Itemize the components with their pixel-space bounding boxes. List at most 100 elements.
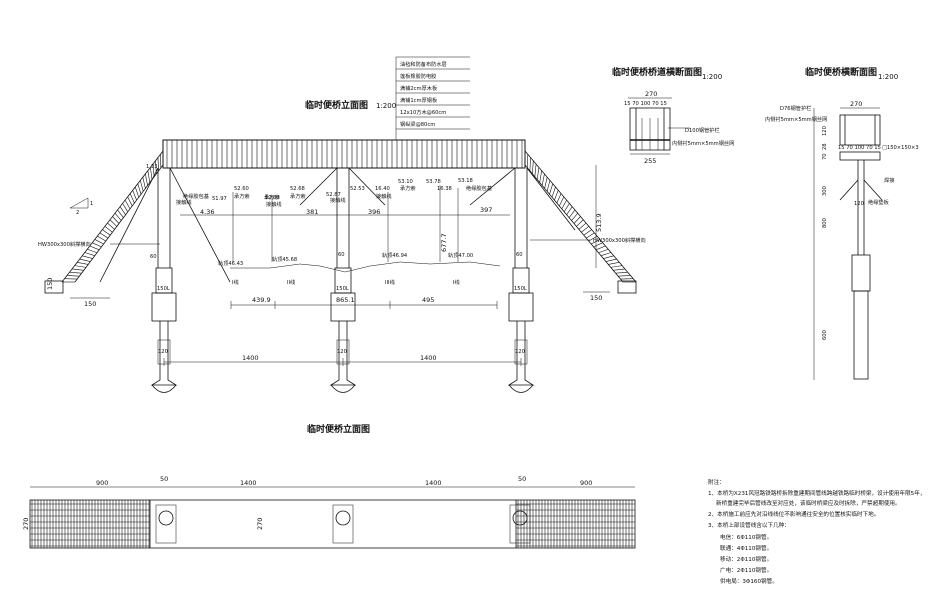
h-5260: 52.60 — [234, 186, 249, 192]
bridge-deck — [162, 139, 526, 169]
plan-d50a: 50 — [160, 475, 168, 483]
catenary-poles — [232, 185, 459, 262]
transverse-section: 临时便桥横断面图 1:200 270 D76钢管护栏 内侧衬5mm×5mm钢丝网… — [765, 66, 919, 380]
tr-d120b: 120 — [854, 201, 864, 207]
pier-left — [99, 167, 231, 393]
notes-heading: 附注： — [708, 478, 725, 486]
cable-b4: 承方索 — [400, 184, 416, 192]
deck-railing-posts — [166, 140, 523, 168]
pile-label-a: 150L — [157, 286, 170, 292]
slope-2: 2 — [76, 210, 79, 216]
pier-mark-left: 60 — [150, 254, 157, 260]
pier-mark-middle: 60 — [338, 252, 345, 258]
cable-b: 承方索 — [234, 192, 250, 200]
line-b: II线 — [287, 278, 295, 286]
span-2: 1400 — [420, 354, 437, 362]
h-5287: 52.87 — [326, 192, 341, 198]
gap-8651: 865.1 — [336, 296, 355, 304]
cable-b2: 承方索 — [264, 193, 280, 201]
gap-495: 495 — [422, 296, 434, 304]
h-5203: 52.03 — [265, 195, 280, 201]
dim-150-a: 150 — [46, 278, 54, 290]
span-1: 1400 — [242, 354, 259, 362]
h-5318: 53.18 — [458, 178, 473, 184]
cross-section-title: 临时便桥桥道横断面图 — [612, 66, 702, 78]
h-1640: 16.40 — [375, 186, 390, 192]
cable-c4: 接触线 — [266, 200, 282, 208]
h-5310: 53.10 — [398, 179, 413, 185]
note-pipe-3: 移动：2Φ110钢管。 — [720, 555, 772, 563]
layer-1: 油毡和防备布防水层 — [400, 60, 447, 68]
h-5268: 52.68 — [290, 186, 305, 192]
note-3: 3、本桥上部设管线含以下几种： — [708, 521, 790, 529]
cable-c2: 接触线 — [376, 192, 392, 200]
note-2: 2、本桥施工前应先对沿线线位不影响通往安全的位置核实临时下地。 — [708, 510, 879, 518]
tr-d70: 70 — [822, 153, 828, 160]
tr-d120a: 120 — [822, 126, 828, 136]
h-5378: 53.78 — [426, 179, 441, 185]
pier-right — [469, 167, 576, 393]
tr-d300: 300 — [822, 186, 828, 196]
d-381: 381 — [306, 208, 318, 216]
plan-d50b: 50 — [518, 475, 526, 483]
cable-c3: 接触线 — [176, 198, 192, 206]
elevation-title: 临时便桥立面图 — [305, 99, 368, 111]
plan-d900b: 900 — [580, 479, 592, 487]
rail-d: 轨顶47.00 — [448, 251, 473, 259]
elevation-view: 临时便桥立面图 1:200 油毡和防备布防水层 莲板橡胶防电胶 满铺2cm厚木板… — [38, 56, 646, 393]
right-stair — [524, 150, 637, 283]
line-a: I线 — [232, 278, 239, 286]
tr-bolt: 绝缘垫板 — [868, 198, 890, 206]
cs-dims: 15 70 100 70 15 — [624, 101, 667, 107]
h-1638: 16.38 — [437, 186, 452, 192]
gap-4399: 439.9 — [252, 296, 271, 304]
layer-5: 12x10方木@60cm — [400, 108, 446, 116]
tr-beam: □150×150×3 — [882, 145, 919, 151]
note-pipe-5: 供电局：3Φ160钢管。 — [720, 577, 778, 585]
d-396: 396 — [368, 208, 380, 216]
note-1a: 1、本桥为X231风冠路铁路桥拆除重建期间管线跨越铁路临时桥梁，设计使用年限5年… — [708, 489, 925, 497]
pier-mark-right: 60 — [516, 252, 523, 258]
cs-rail: D100钢管护栏 — [685, 126, 720, 134]
hw-label-right: HW300x300斜撑横向 — [593, 236, 646, 244]
pier-middle — [299, 167, 386, 393]
cable-a2: 绝缘胶包基 — [466, 184, 493, 192]
note-1b: 新桥重建完毕后管线改至对应处，该临时桥梁应及时拆除，严禁超期使用。 — [716, 499, 901, 507]
cable-a: 绝缘胶包基 — [183, 192, 210, 200]
plan-d270b: 270 — [256, 518, 264, 530]
cs-w270: 270 — [645, 90, 657, 98]
cable-b3: 承方索 — [290, 192, 306, 200]
pile-label-b: 150L — [336, 286, 349, 292]
pile-120-b: 120 — [337, 349, 347, 355]
note-pipe-1: 电信：6Φ110钢管。 — [720, 533, 772, 541]
layer-3: 满铺2cm厚木板 — [400, 84, 438, 92]
plan-d270a: 270 — [22, 518, 30, 530]
notes: 附注： 1、本桥为X231风冠路铁路桥拆除重建期间管线跨越铁路临时桥梁，设计使用… — [708, 478, 925, 585]
plan-stair-left — [30, 500, 150, 548]
tr-weld: 焊接 — [884, 176, 894, 184]
layer-legend: 油毡和防备布防水层 莲板橡胶防电胶 满铺2cm厚木板 满铺1cm厚钢板 12x1… — [395, 56, 470, 140]
tr-mesh: 内侧衬5mm×5mm钢丝网 — [765, 115, 827, 123]
layer-6: 钢纵梁@80cm — [400, 120, 435, 128]
elevation-scale: 1:200 — [376, 102, 396, 110]
plan-view: 临时便桥立面图 900 50 1400 1400 50 900 270 270 — [22, 423, 636, 549]
dim-150-c: 150 — [590, 294, 602, 302]
left-stair — [61, 150, 164, 283]
stair-label-left: 1.23 — [146, 164, 158, 170]
cs-mesh: 内侧衬5mm×5mm钢丝网 — [672, 139, 734, 147]
pile-120-c: 120 — [515, 349, 525, 355]
layer-4: 满铺1cm厚钢板 — [400, 96, 438, 104]
d-6777: 677.7 — [440, 233, 448, 252]
d-397: 397 — [480, 206, 492, 214]
d-436: 4.36 — [200, 208, 214, 216]
tr-w270: 270 — [850, 100, 862, 108]
line-c: III线 — [385, 278, 395, 286]
slope-1: 1 — [90, 201, 93, 207]
line-d: I线 — [453, 278, 460, 286]
d-5139: 513.9 — [595, 213, 603, 232]
rail-a: 轨顶46.43 — [218, 259, 243, 267]
cross-section-scale: 1:200 — [702, 73, 722, 81]
transverse-scale: 1:200 — [878, 73, 898, 81]
transverse-title: 临时便桥横断面图 — [805, 66, 877, 78]
